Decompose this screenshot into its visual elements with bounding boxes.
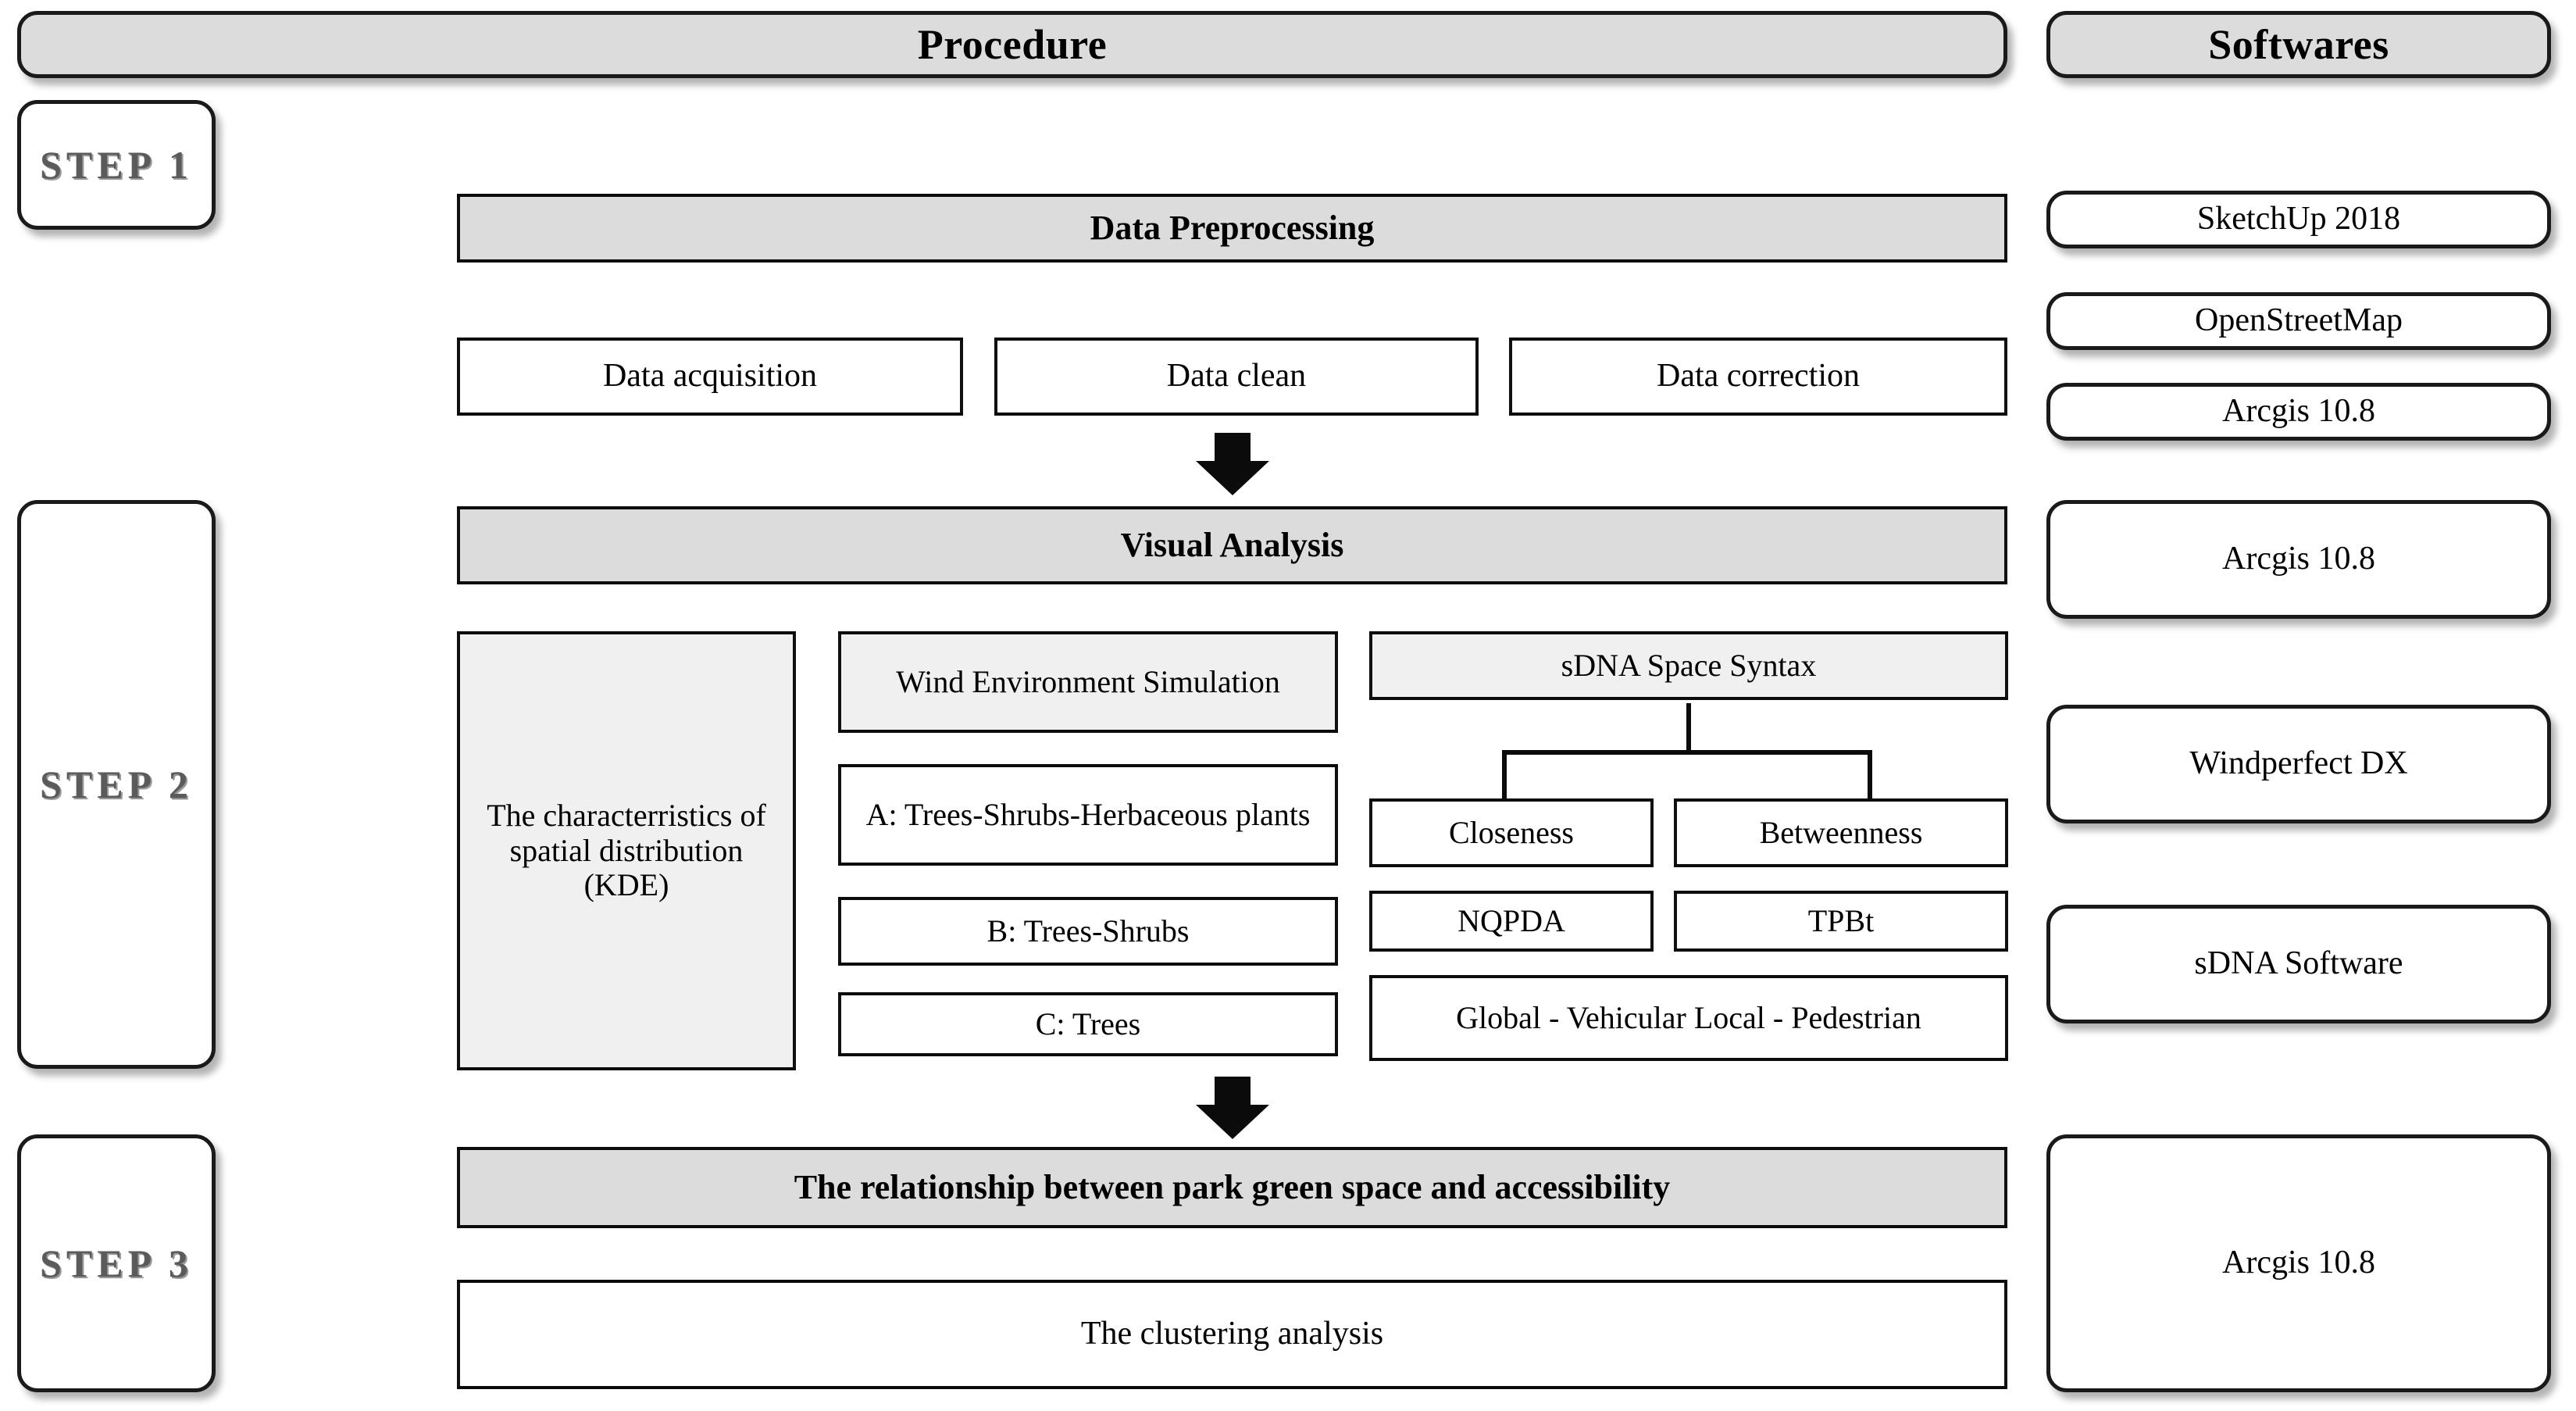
step-chip-2: STEP 2 xyxy=(17,500,216,1069)
step-chip-1: STEP 1 xyxy=(17,100,216,230)
software-chip-windperfect: Windperfect DX xyxy=(2046,705,2551,823)
box-tpbt: TPBt xyxy=(1674,891,2008,952)
software-chip-sdna-software-label: sDNA Software xyxy=(2194,945,2403,982)
box-betweenness: Betweenness xyxy=(1674,798,2008,867)
box-data-correction-label: Data correction xyxy=(1656,358,1861,395)
connector-sdna-stem xyxy=(1686,703,1691,755)
header-softwares-label: Softwares xyxy=(2208,20,2389,68)
box-sdna-space-syntax: sDNA Space Syntax xyxy=(1369,631,2008,700)
box-global-local-scope-label: Global - Vehicular Local - Pedestrian xyxy=(1456,999,1921,1035)
software-chip-sketchup-label: SketchUp 2018 xyxy=(2196,201,2401,238)
software-chip-arcgis-step2: Arcgis 10.8 xyxy=(2046,500,2551,619)
arrow-step1-to-step2-icon xyxy=(1196,433,1269,495)
box-wind-environment-simulation-label: Wind Environment Simulation xyxy=(896,663,1280,699)
box-wind-option-a: A: Trees-Shrubs-Herbaceous plants xyxy=(838,764,1338,866)
box-wind-option-a-label: A: Trees-Shrubs-Herbaceous plants xyxy=(865,796,1311,832)
section-header-visual-analysis-label: Visual Analysis xyxy=(1120,526,1344,565)
software-chip-sdna-software: sDNA Software xyxy=(2046,905,2551,1023)
box-wind-option-c: C: Trees xyxy=(838,992,1338,1056)
step-1-label: STEP 1 xyxy=(40,143,193,187)
box-data-clean: Data clean xyxy=(994,338,1479,416)
box-closeness-label: Closeness xyxy=(1449,814,1574,850)
section-header-data-preprocessing: Data Preprocessing xyxy=(457,194,2007,263)
section-header-data-preprocessing-label: Data Preprocessing xyxy=(1090,209,1375,248)
box-clustering-analysis: The clustering analysis xyxy=(457,1280,2007,1389)
section-header-relationship-label: The relationship between park green spac… xyxy=(794,1168,1671,1207)
step-chip-3: STEP 3 xyxy=(17,1134,216,1392)
section-header-relationship: The relationship between park green spac… xyxy=(457,1147,2007,1228)
box-wind-option-c-label: C: Trees xyxy=(1035,1006,1141,1041)
box-tpbt-label: TPBt xyxy=(1807,902,1875,938)
box-wind-environment-simulation: Wind Environment Simulation xyxy=(838,631,1338,733)
software-chip-arcgis-step1: Arcgis 10.8 xyxy=(2046,383,2551,441)
box-wind-option-b: B: Trees-Shrubs xyxy=(838,897,1338,966)
software-chip-arcgis-step2-label: Arcgis 10.8 xyxy=(2222,541,2375,577)
box-data-acquisition-label: Data acquisition xyxy=(602,358,818,395)
software-chip-arcgis-step3-label: Arcgis 10.8 xyxy=(2222,1245,2375,1281)
box-sdna-space-syntax-label: sDNA Space Syntax xyxy=(1561,647,1817,683)
box-nqpda: NQPDA xyxy=(1369,891,1654,952)
software-chip-windperfect-label: Windperfect DX xyxy=(2189,745,2408,782)
header-procedure-label: Procedure xyxy=(917,20,1108,68)
software-chip-sketchup: SketchUp 2018 xyxy=(2046,191,2551,248)
header-softwares: Softwares xyxy=(2046,11,2551,78)
header-procedure: Procedure xyxy=(17,11,2007,78)
box-betweenness-label: Betweenness xyxy=(1759,814,1923,850)
connector-sdna-crossbar xyxy=(1502,750,1872,755)
box-wind-option-b-label: B: Trees-Shrubs xyxy=(987,913,1190,948)
box-data-acquisition: Data acquisition xyxy=(457,338,963,416)
box-nqpda-label: NQPDA xyxy=(1457,902,1565,938)
step-3-label: STEP 3 xyxy=(40,1241,193,1285)
box-global-local-scope: Global - Vehicular Local - Pedestrian xyxy=(1369,975,2008,1061)
box-data-clean-label: Data clean xyxy=(1166,358,1307,395)
box-closeness: Closeness xyxy=(1369,798,1654,867)
software-chip-arcgis-step3: Arcgis 10.8 xyxy=(2046,1134,2551,1392)
step-2-label: STEP 2 xyxy=(40,763,193,806)
software-chip-openstreetmap: OpenStreetMap xyxy=(2046,292,2551,350)
box-kde-spatial-distribution: The characterristics of spatial distribu… xyxy=(457,631,796,1070)
software-chip-openstreetmap-label: OpenStreetMap xyxy=(2195,302,2403,339)
section-header-visual-analysis: Visual Analysis xyxy=(457,506,2007,584)
connector-sdna-right-drop xyxy=(1868,750,1872,800)
arrow-step2-to-step3-icon xyxy=(1196,1077,1269,1139)
box-kde-spatial-distribution-label: The characterristics of spatial distribu… xyxy=(487,797,766,903)
connector-sdna-left-drop xyxy=(1502,750,1507,800)
box-data-correction: Data correction xyxy=(1509,338,2007,416)
software-chip-arcgis-step1-label: Arcgis 10.8 xyxy=(2222,393,2375,430)
box-clustering-analysis-label: The clustering analysis xyxy=(1080,1316,1384,1352)
